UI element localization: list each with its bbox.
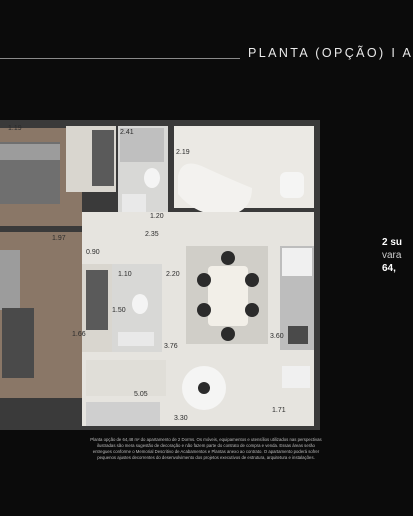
chair-1 [197,273,211,287]
fridge [282,248,312,276]
bed-2 [0,250,20,310]
suites-label: 2 su [382,237,403,248]
chair-3 [245,273,259,287]
dim-label: 1.10 [118,271,132,278]
dim-label: 2.20 [166,271,180,278]
header-divider [0,58,240,59]
dim-label: 1.20 [150,213,164,220]
round-table-center [198,382,210,394]
toilet-1-icon [144,168,160,188]
cooktop [288,326,308,344]
dim-label: 2.19 [176,149,190,156]
dim-label: 1.50 [112,307,126,314]
dim-label: 2.41 [120,129,134,136]
area-label: 64, [382,263,396,274]
unit-summary: 2 su vara 64, [382,236,402,275]
dim-label: 3.76 [164,343,178,350]
dim-label: 3.30 [174,415,188,422]
dim-label: 1.97 [52,235,66,242]
dim-label: 3.60 [270,333,284,340]
balcony-label: vara [382,250,402,261]
bottom-balcony [86,402,160,426]
toilet-2-icon [132,294,148,314]
sink-2 [118,332,154,346]
laundry-floor [86,360,166,396]
closet-1-hanger [92,130,114,186]
bed-1-pillows [0,144,60,160]
dim-label: 5.05 [134,391,148,398]
bathroom-1-shower [120,128,164,162]
disclaimer-text: Planta opção de 64,48 m² do apartamento … [90,437,322,460]
armchair [280,172,304,198]
chair-6 [221,327,235,341]
dim-label: 2.35 [145,231,159,238]
sofa-2 [2,308,34,378]
page-title: PLANTA (OPÇÃO) I A [248,46,413,60]
sofa-curved [178,163,252,216]
closet-2-hanger [86,270,108,330]
dim-label: 1.66 [72,331,86,338]
dining-table [208,266,248,326]
dim-label: 1.71 [272,407,286,414]
chair-4 [245,303,259,317]
floor-plan: 2.41 1.20 1.97 2.35 0.90 1.10 2.20 1.50 … [0,120,320,430]
sink-1 [122,194,146,216]
chair-5 [221,251,235,265]
dim-label: 0.90 [86,249,100,256]
chair-2 [197,303,211,317]
washer [282,366,310,388]
dim-label: 1.19 [8,125,22,132]
